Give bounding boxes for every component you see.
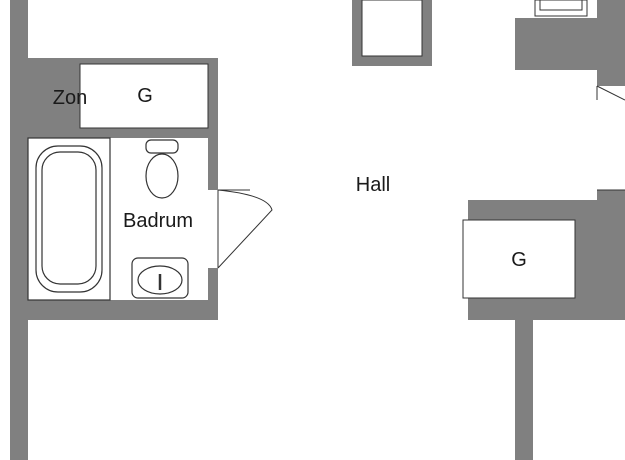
top-center-fixture (361, 0, 423, 57)
wall-closet-right-side (575, 200, 597, 320)
wall-bath-right-upper (208, 58, 218, 190)
wall-top-right-block (515, 18, 597, 70)
walls (10, 0, 625, 460)
wall-zon-block (28, 58, 80, 138)
bathtub-inner (35, 145, 103, 293)
toilet (145, 139, 179, 199)
room-label-closet-left: G (137, 85, 153, 107)
bathroom-door (217, 189, 273, 269)
toilet-tank (145, 139, 179, 154)
wall-closet-right-top (468, 200, 597, 220)
wall-top-center-bottom (352, 56, 432, 66)
wall-top-center-right (422, 0, 432, 66)
wall-bath-right-lower (208, 268, 218, 320)
bathtub-outer (27, 137, 111, 301)
room-label-zon: Zon (53, 87, 87, 109)
wall-left-outer (10, 0, 28, 460)
wall-top-right-edge (597, 0, 625, 86)
hall-right-door (596, 85, 625, 191)
closet-right-box (462, 219, 576, 299)
room-label-hall: Hall (356, 174, 390, 196)
closet-left-box (79, 63, 209, 129)
wall-closet-right-bottom (468, 298, 597, 320)
wall-closet-bottom (28, 128, 218, 138)
toilet-bowl (145, 153, 179, 199)
wall-lower-right (515, 320, 533, 460)
bathtub-basin (41, 151, 97, 285)
top-right-fixture-inner (539, 0, 583, 11)
bathtub (27, 137, 111, 301)
room-label-closet-right: G (511, 249, 527, 271)
room-label-badrum: Badrum (123, 210, 193, 232)
sink (131, 257, 189, 299)
wall-closet-top (80, 58, 208, 64)
wall-right-mid (597, 190, 625, 320)
wall-bath-bottom (10, 300, 218, 320)
wall-top-center (352, 0, 362, 66)
